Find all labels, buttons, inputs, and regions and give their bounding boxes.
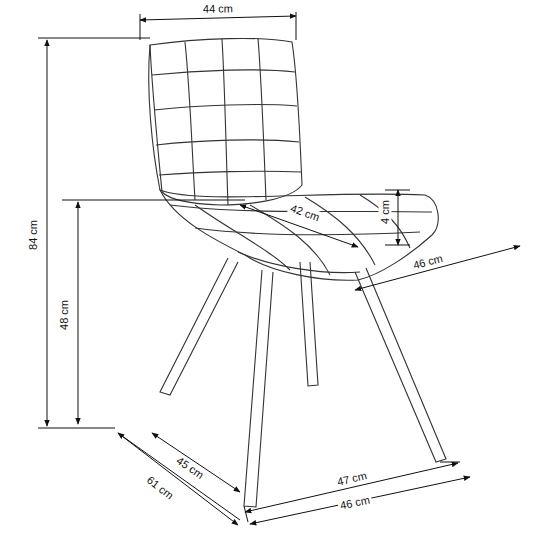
dimension-label: 44 cm [201, 2, 235, 16]
dimension-label: 48 cm [58, 298, 71, 332]
dimension-label: 47 cm [334, 469, 370, 489]
dimension-label: 84 cm [27, 218, 40, 252]
dimension-label: 46 cm [410, 251, 446, 272]
dimension-label: 61 cm [143, 472, 178, 503]
dimension-label: 4 cm [379, 198, 392, 226]
dimension-label: 46 cm [337, 493, 373, 513]
